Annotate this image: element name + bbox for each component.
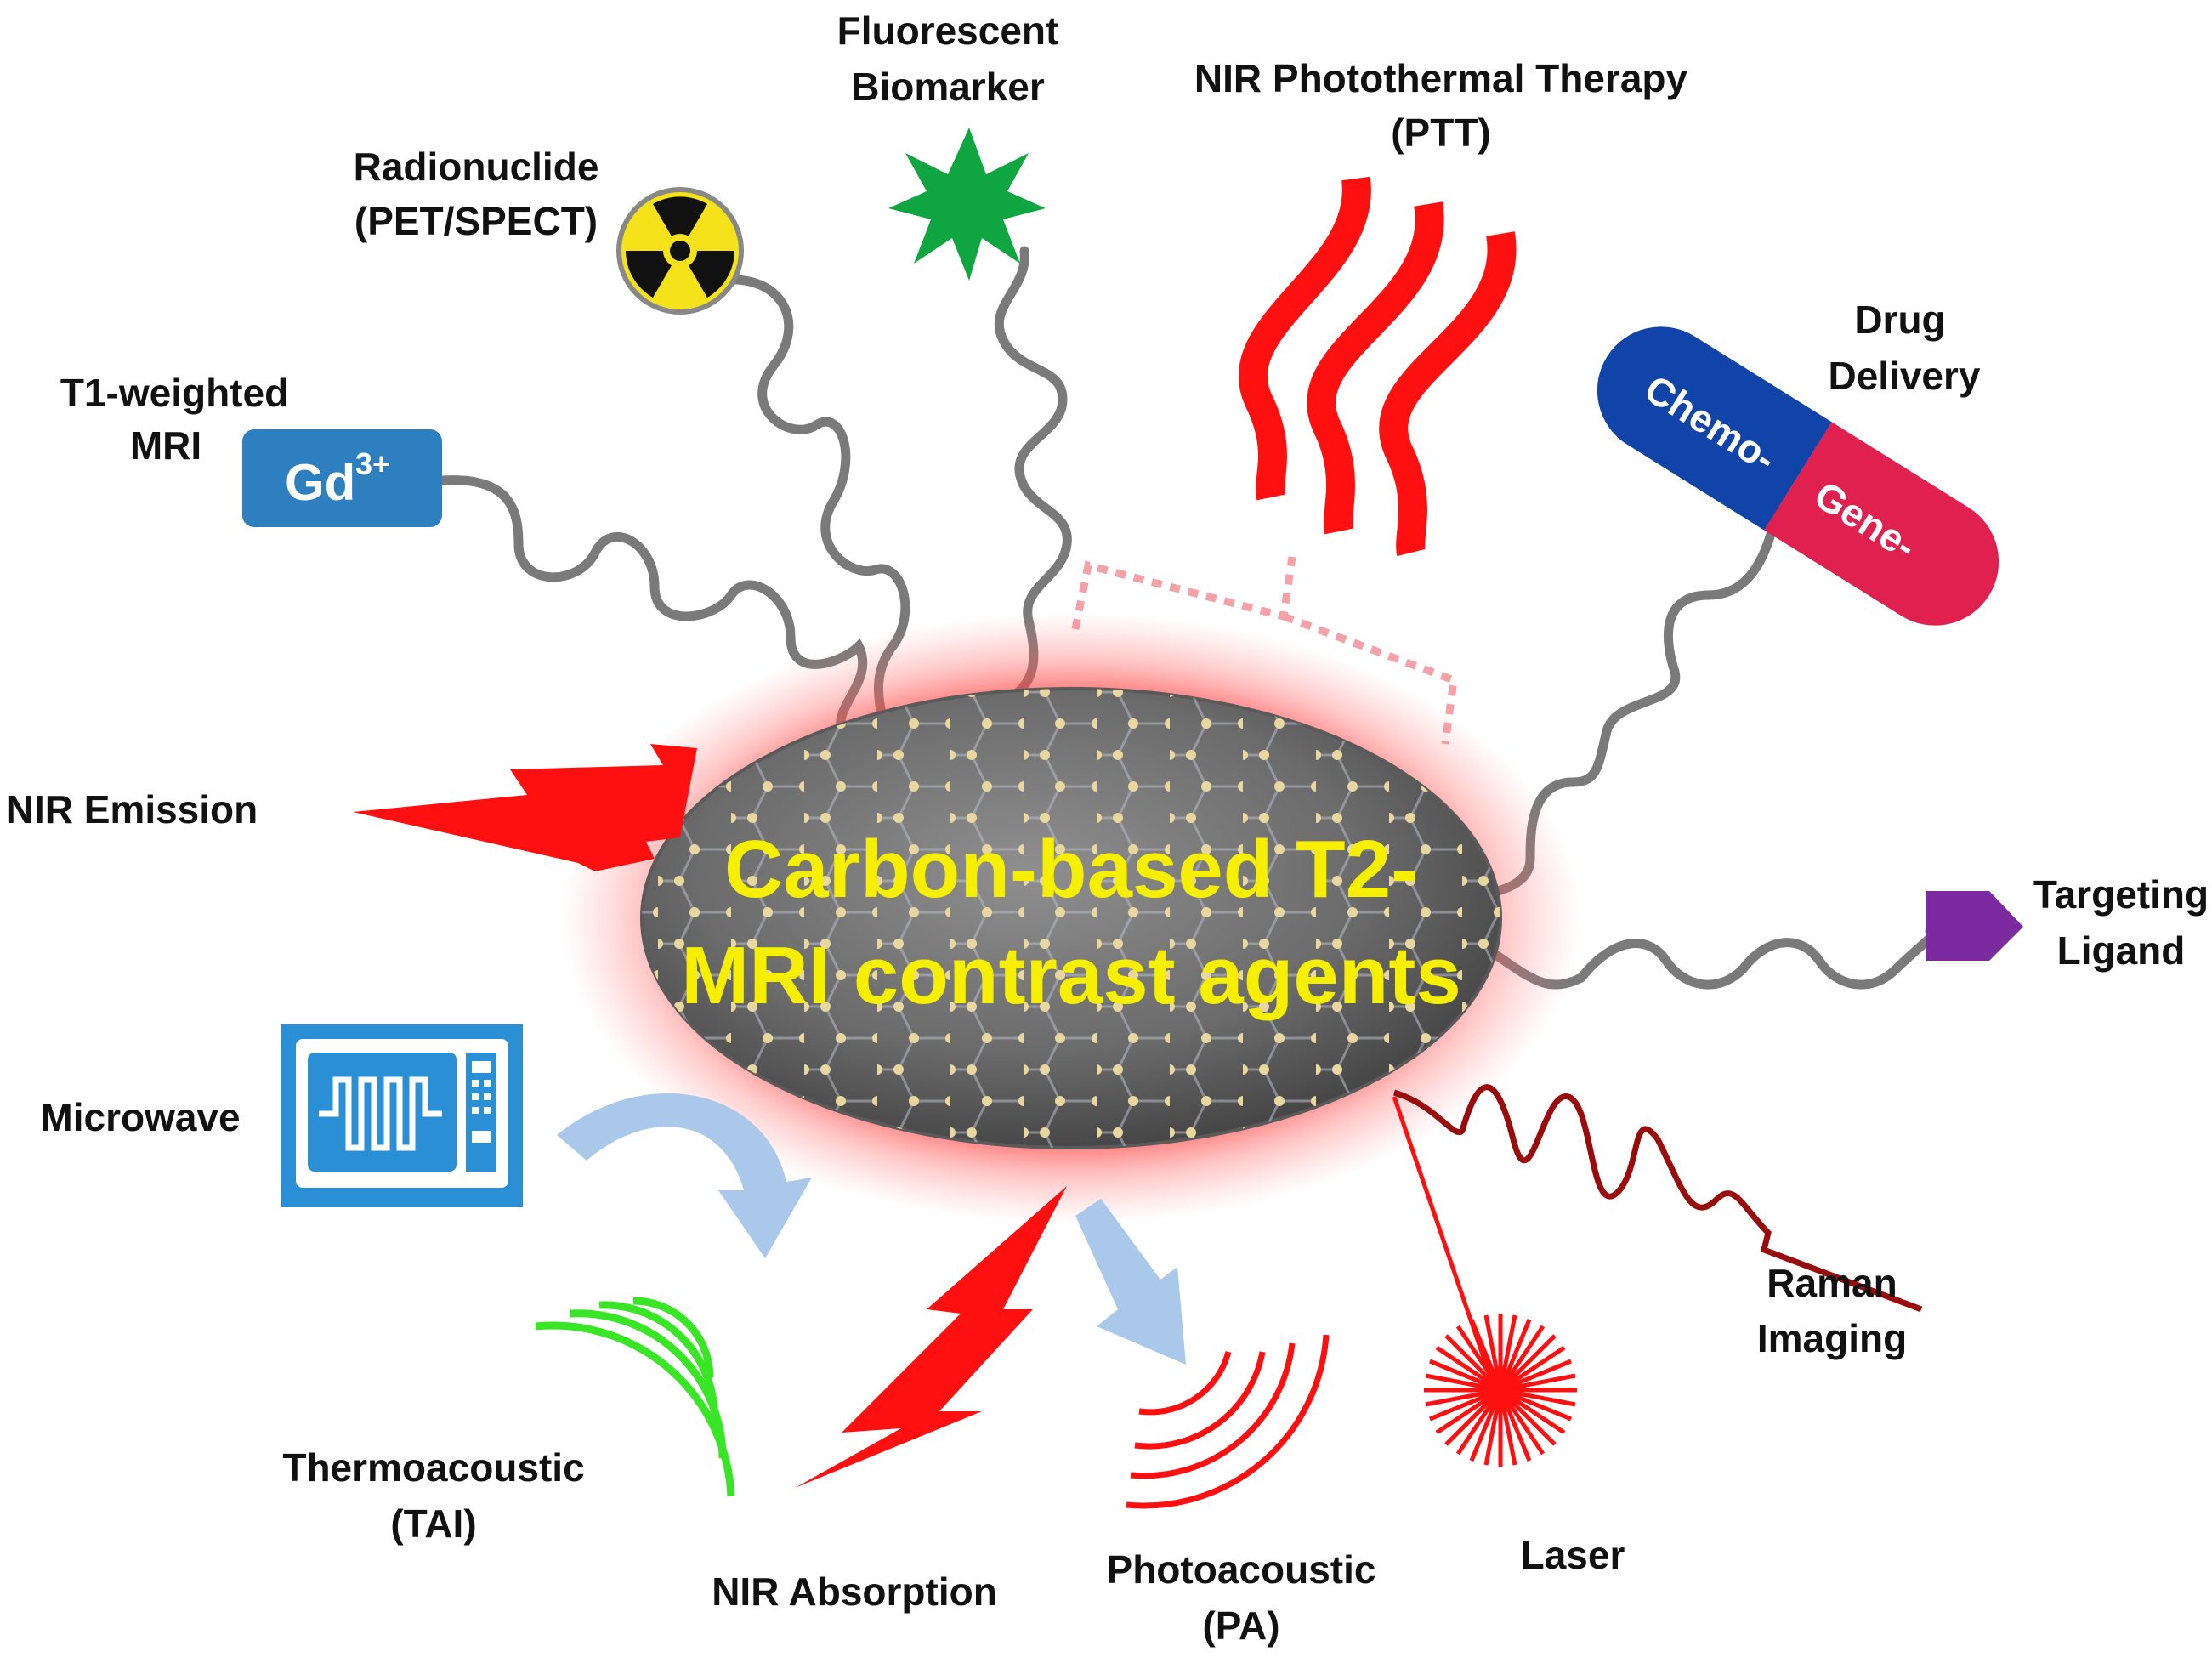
label-radionuclide-line2: (PET/SPECT) xyxy=(354,199,598,243)
label-raman-line1: Raman xyxy=(1767,1261,1897,1305)
label-nir-absorption: NIR Absorption xyxy=(712,1569,997,1614)
label-pa-line2: (PA) xyxy=(1202,1603,1279,1648)
tether-ligand xyxy=(1487,926,1937,990)
core-title-line2: MRI contrast agents xyxy=(681,930,1460,1021)
tai-wave-1 xyxy=(632,1297,714,1378)
tai-waves xyxy=(535,1297,735,1497)
label-drug-line1: Drug xyxy=(1854,298,1945,342)
pa-wave-4 xyxy=(1126,1334,1330,1509)
laser-burst-icon xyxy=(1424,1314,1577,1467)
ligand-pentagon xyxy=(1926,891,2023,961)
tai-wave-3 xyxy=(569,1309,727,1459)
label-targeting-line2: Ligand xyxy=(2057,928,2186,973)
label-raman-line2: Imaging xyxy=(1757,1316,1907,1360)
nir-emission-bolt xyxy=(353,744,697,888)
laser-beam xyxy=(1392,1096,1499,1395)
pa-waves xyxy=(1126,1334,1330,1509)
label-fluorescent-line1: Fluorescent xyxy=(837,9,1059,53)
arrow-to-pa xyxy=(1075,1199,1186,1365)
tai-wave-2 xyxy=(598,1301,718,1416)
label-t1-line1: T1-weighted xyxy=(60,371,288,415)
label-radionuclide-line1: Radionuclide xyxy=(354,145,599,189)
label-t1-line2: MRI xyxy=(130,423,201,468)
label-ptt-line2: (PTT) xyxy=(1391,111,1491,155)
tai-wave-4 xyxy=(535,1321,735,1497)
core-title-line1: Carbon-based T2- xyxy=(724,824,1418,915)
arrow-to-tai xyxy=(557,1093,812,1258)
ptt-waves xyxy=(1238,176,1517,557)
label-tai-line1: Thermoacoustic xyxy=(282,1445,584,1490)
gd-badge: Gd 3+ xyxy=(242,429,442,527)
gd-symbol: Gd xyxy=(285,454,355,511)
graphene-lattice xyxy=(642,689,1500,1148)
star-icon xyxy=(888,128,1046,281)
microwave-oven-icon xyxy=(281,1024,523,1207)
pa-wave-3 xyxy=(1130,1342,1296,1479)
ptt-wave-3 xyxy=(1379,231,1517,557)
gd-charge: 3+ xyxy=(355,446,390,481)
radiation-icon xyxy=(616,187,744,315)
pa-wave-2 xyxy=(1134,1351,1266,1450)
nir-absorption-bolt xyxy=(795,1186,1067,1488)
label-microwave: Microwave xyxy=(40,1095,240,1139)
label-tai-line2: (TAI) xyxy=(390,1501,476,1546)
ptt-wave-2 xyxy=(1307,201,1444,535)
label-targeting-line1: Targeting xyxy=(2033,872,2209,917)
label-nir-emission: NIR Emission xyxy=(6,787,258,832)
label-laser: Laser xyxy=(1521,1533,1625,1577)
capsule-icon: Chemo- Gene- xyxy=(1597,326,1999,626)
label-ptt-line1: NIR Photothermal Therapy xyxy=(1194,56,1688,100)
label-pa-line1: Photoacoustic xyxy=(1107,1547,1376,1592)
label-fluorescent-line2: Biomarker xyxy=(851,65,1045,109)
raman-wave xyxy=(1392,1084,1923,1313)
label-drug-line2: Delivery xyxy=(1828,354,1980,398)
ptt-wave-1 xyxy=(1238,176,1371,501)
pa-wave-1 xyxy=(1138,1351,1232,1416)
